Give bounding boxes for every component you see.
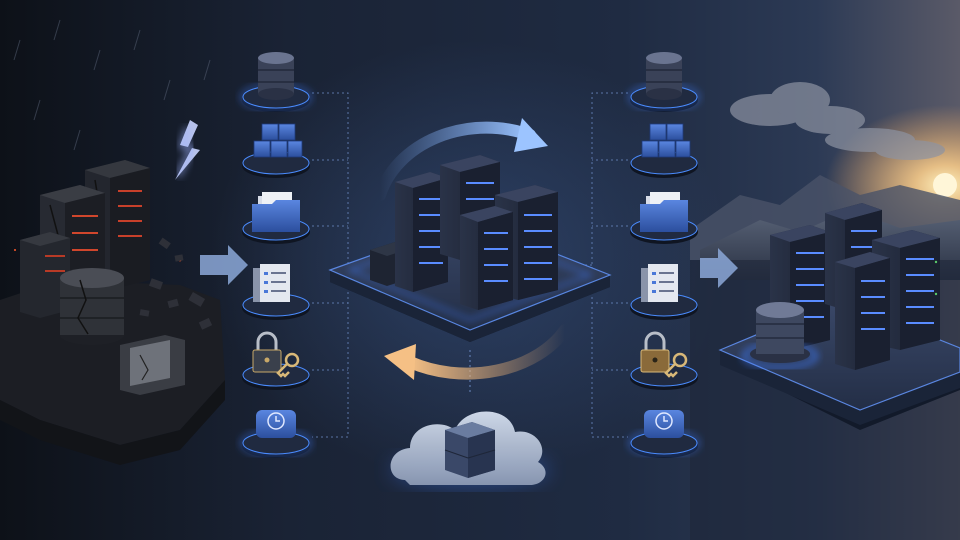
database-icon: [646, 52, 682, 100]
cubes-icon: [641, 123, 691, 158]
damaged-server-rack: [20, 232, 70, 318]
rubble-ground: [0, 280, 225, 445]
server-rack: [835, 252, 890, 370]
storm-scene: [0, 19, 225, 465]
damaged-folder-icon: [120, 335, 185, 395]
central-server-platform: [328, 155, 612, 342]
damaged-servers: [20, 160, 185, 395]
folder-icon: [252, 192, 300, 232]
database-icon: [742, 302, 818, 369]
document-list-icon: [641, 264, 678, 302]
rain: [13, 19, 211, 151]
padlock-key-icon: [252, 331, 300, 378]
clock-icon: [644, 410, 684, 438]
debris: [139, 237, 213, 330]
cloud-backup: [390, 411, 550, 488]
database-icon: [258, 52, 294, 100]
arrow-clockwise-icon: [374, 121, 536, 201]
restored-server-platform: [718, 203, 960, 430]
backup-cube-icon: [444, 422, 496, 478]
right-icon-column: [629, 52, 699, 458]
document-list-icon: [253, 264, 290, 302]
padlock-key-icon: [640, 331, 688, 378]
sun-icon: [933, 173, 957, 197]
server-rack: [460, 206, 513, 310]
sync-arrows: [374, 118, 571, 380]
clock-icon: [256, 410, 296, 438]
arrow-counterclockwise-icon: [404, 324, 571, 380]
cloud-bank: [730, 82, 945, 160]
folder-icon: [640, 192, 688, 232]
cubes-icon: [253, 123, 303, 158]
cracked-database-icon: [60, 268, 124, 345]
arrow-right-icon: [700, 248, 738, 288]
left-icon-column: [241, 52, 311, 458]
arrow-right-icon: [200, 245, 248, 285]
server-rack: [395, 172, 448, 292]
